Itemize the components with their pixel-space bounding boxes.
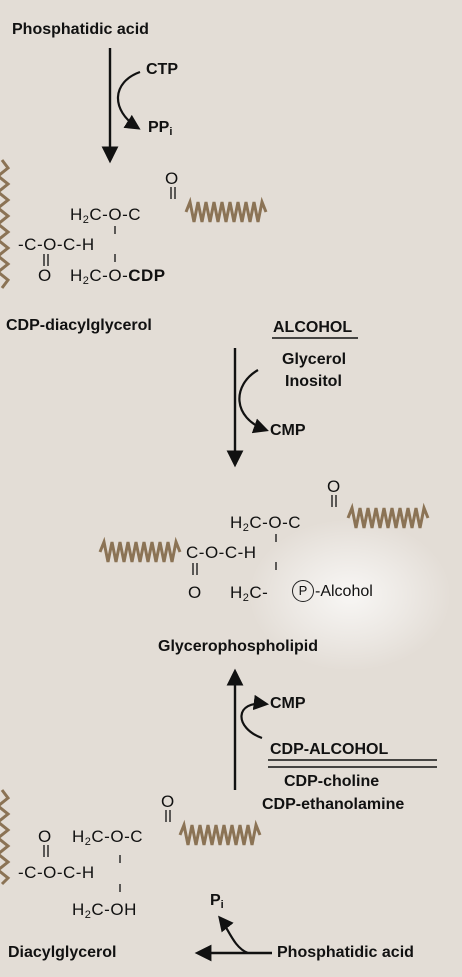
chain-dag-top [178,819,262,846]
cdp-dag-carbonyl-o: O [165,169,179,188]
cdp-dag-row3-o: O [38,266,52,285]
phosphatidic-acid-bottom: Phosphatidic acid [277,944,414,961]
cdp-dag-row1: H2C-O-C [70,205,142,226]
cdp-diacylglycerol-label: CDP-diacylglycerol [6,317,152,334]
dag-row1: H2C-O-C [72,827,144,848]
cmp-label-2: CMP [270,695,306,712]
chain-dag-left [0,789,11,886]
pi-label: Pi [210,892,224,911]
ctp-label: CTP [146,61,178,78]
single-bond-marks [114,226,277,892]
pp-label: PPi [148,119,173,138]
gpl-carbonyl-o: O [327,477,341,496]
dag-row2: -C-O-C-H [18,863,95,882]
fatty-acid-chains [0,159,430,886]
glycerophospholipid-label: Glycerophospholipid [158,638,319,655]
alcohol-glycerol: Glycerol [282,351,347,368]
gpl-row2: C-O-C-H [186,543,257,562]
gpl-row1: H2C-O-C [230,513,302,534]
gpl-alcohol-label: -Alcohol [315,583,373,600]
arrow-side-ctp-pp [116,70,141,130]
chain-cdp-top [184,196,268,223]
alcohol-inositol: Inositol [285,373,342,390]
highlight-glow [250,520,450,670]
cdp-alcohol-header: CDP-ALCOHOL [270,741,389,758]
chain-gpl-left [98,536,182,563]
double-bond-marks [43,187,337,857]
cdp-choline: CDP-choline [284,773,380,790]
gpl-row3: H2C- [230,583,269,604]
phosphate-circle-icon: P [292,580,314,602]
cmp-label-1: CMP [270,422,306,439]
arrow-side-pi [218,915,249,955]
cdp-dag-row2: -C-O-C-H [18,235,95,254]
chain-cdp-left [0,159,11,289]
dag-row3: H2C-OH [72,900,137,921]
cdp-dag-row3: H2C-O-CDP [70,266,166,287]
chain-gpl-top [346,502,430,529]
diacylglycerol-label: Diacylglycerol [8,944,117,961]
arrow-side-cdpalcohol-cmp [240,694,270,740]
phosphatidic-acid-top: Phosphatidic acid [12,21,149,38]
alcohol-header: ALCOHOL [273,319,353,336]
cdp-ethanolamine: CDP-ethanolamine [262,796,405,813]
gpl-row3-o: O [188,583,202,602]
dag-row1-o: O [38,827,52,846]
arrow-side-alcohol-cmp [238,369,269,434]
dag-carbonyl-o: O [161,792,175,811]
